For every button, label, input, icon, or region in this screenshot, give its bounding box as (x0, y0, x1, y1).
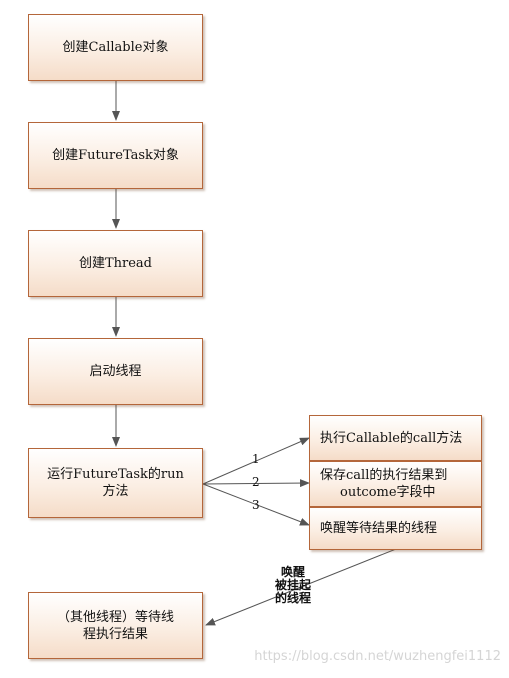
arrow-wake-thread (205, 548, 397, 626)
node-exec-call-label: 执行Callable的call方法 (320, 430, 463, 446)
wake-annotation-line1: 唤醒 (280, 565, 305, 579)
node-wake-waiting-label: 唤醒等待结果的线程 (320, 521, 438, 536)
node-other-threads-label-line2: 程执行结果 (82, 626, 148, 642)
wake-annotation-line3: 的线程 (274, 591, 311, 605)
node-start-thread-label: 启动线程 (89, 364, 142, 379)
node-wake-waiting: 唤醒等待结果的线程 (309, 507, 482, 550)
edge-label-step-3: 3 (252, 498, 260, 512)
edge-label-step-2: 2 (252, 475, 260, 489)
node-other-threads-label-line1: （其他线程）等待线 (56, 609, 174, 625)
node-other-threads: （其他线程）等待线 程执行结果 (28, 592, 203, 659)
edge-label-step-1: 1 (252, 452, 260, 466)
arrow-step-3 (202, 483, 310, 526)
node-run-futuretask-label-line2: 方法 (102, 484, 129, 499)
node-run-futuretask-label-line1: 运行FutureTask的run (47, 467, 184, 482)
watermark: https://blog.csdn.net/wuzhengfei1112 (254, 649, 501, 664)
node-create-thread: 创建Thread (28, 230, 203, 297)
wake-annotation: 唤醒 被挂起 的线程 (268, 566, 318, 605)
node-create-callable-label: 创建Callable对象 (62, 40, 169, 55)
node-save-result-label-line2: outcome字段中 (340, 485, 436, 500)
node-run-futuretask: 运行FutureTask的run 方法 (28, 448, 203, 518)
arrow-step-2 (202, 479, 310, 488)
node-create-futuretask-label: 创建FutureTask对象 (52, 148, 179, 163)
node-exec-call: 执行Callable的call方法 (309, 415, 482, 461)
node-create-callable: 创建Callable对象 (28, 14, 203, 81)
wake-annotation-line2: 被挂起 (274, 578, 311, 592)
node-create-thread-label: 创建Thread (78, 256, 153, 271)
node-create-futuretask: 创建FutureTask对象 (28, 122, 203, 189)
node-save-result-label-line1: 保存call的执行结果到 (320, 468, 448, 483)
node-start-thread: 启动线程 (28, 338, 203, 405)
arrow-step-1 (202, 437, 310, 485)
node-save-result: 保存call的执行结果到 outcome字段中 (309, 461, 482, 507)
